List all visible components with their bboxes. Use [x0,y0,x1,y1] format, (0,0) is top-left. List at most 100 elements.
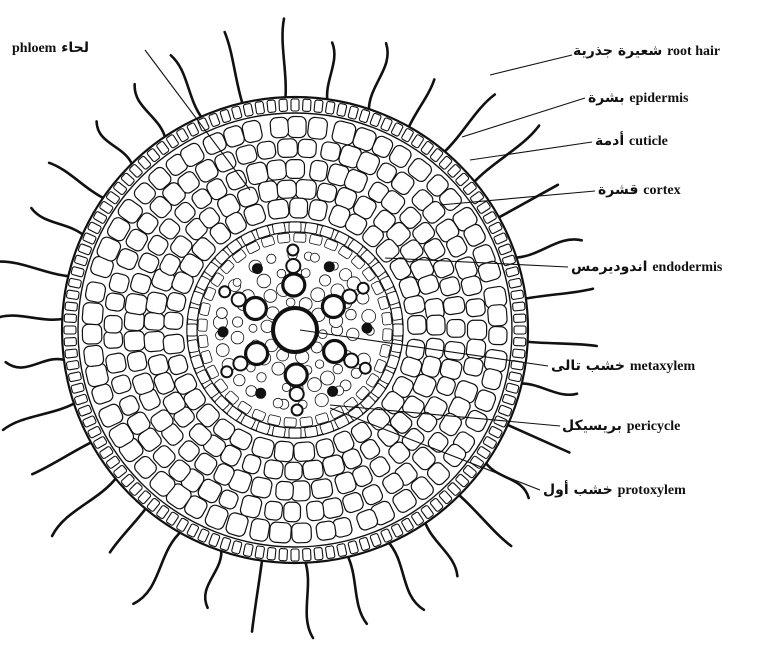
epidermis-cell [279,548,288,560]
cortex-cell [407,315,426,334]
stele-cell [315,360,323,368]
cortex-cell [320,141,342,162]
stele-cell [333,364,343,374]
label-cuticle-ar: أدمة [595,133,624,149]
root-hair [6,359,67,367]
cortex-cell [263,459,284,480]
epidermis-cell [512,302,525,311]
cortex-cell [444,341,466,361]
pericycle-cell [383,329,393,341]
epidermis-cell [66,290,79,300]
cortex-cell [144,331,166,352]
cortex-cell [270,117,289,138]
stele-cell [267,254,276,263]
root-hair [443,95,495,154]
cortex-cell [284,502,301,522]
xylem-vessel [360,363,371,374]
root-hair [525,342,597,347]
xylem-vessel [244,298,266,320]
stele-cell [257,373,266,382]
phloem-patch [324,262,334,272]
label-epidermis-ar: بشرة [588,90,624,106]
cortex-cell [82,302,104,325]
cortex-cell [274,441,294,463]
epidermis-cell [513,337,525,346]
cortex-cell [447,319,465,337]
cortex-cell [269,522,292,544]
stele-cell [246,386,257,397]
label-metaxylem-ar: خشب تالى [551,358,625,374]
phloem-patch [362,323,372,333]
cortex-cell [462,356,484,377]
label-metaxylem-en: metaxylem [630,359,695,374]
xylem-vessel [324,341,346,363]
cortex-cell [82,324,102,344]
root-hair [513,239,581,257]
epidermis-cell [513,314,525,323]
root-hair [519,383,577,394]
cortex-cell [489,326,508,344]
cortex-cell [292,523,312,543]
stele-cell [216,344,229,357]
stele-cell [249,324,257,332]
cortex-cell [295,179,317,200]
cortex-cell [124,293,148,316]
label-root-hair-en: root hair [667,44,720,59]
pericycle-cell [198,335,208,348]
label-phloem: phloem لحاء [12,40,89,57]
cortex-cell [250,476,273,499]
vascular-cylinder [187,222,403,438]
root-hair [369,43,388,112]
xylem-vessel [246,343,268,365]
epidermis-cell [64,314,76,323]
epidermis-cell [508,278,521,288]
stele-cell [321,371,335,385]
epidermis-cell [267,547,276,560]
root-hair [0,262,71,277]
epidermis-cell [68,372,81,382]
root-hair [52,476,117,536]
cortex-cell [310,478,333,499]
root-hair [133,531,182,604]
endodermis-cell [289,222,301,232]
cortex-cell [285,462,302,480]
label-cuticle: أدمة cuticle [595,133,668,150]
cortex-cell [124,330,146,351]
epidermis-cell [511,290,524,300]
cortex-cell [315,520,336,541]
epidermis-cell [65,302,78,311]
cortex-cell [266,159,287,180]
metaxylem-vessel [273,308,317,352]
root-hair [49,163,106,200]
endodermis-cell [187,324,197,336]
xylem-vessel [322,296,344,318]
stele-cell [320,275,331,286]
cortex-cell [277,139,297,158]
xylem-vessel [283,274,305,296]
cortex-cell [298,139,317,158]
label-endodermis-en: endodermis [652,260,722,275]
stele-cell [286,298,295,307]
cortex-cell [105,292,126,312]
epidermis-cell [508,372,521,382]
cortex-cell [105,352,127,374]
cortex-cell [144,312,165,330]
epidermis-cell [325,101,335,114]
label-epidermis-en: epidermis [629,91,688,106]
pericycle-cell [382,312,392,325]
leader-line [490,55,572,75]
endodermis-cell [289,428,301,438]
pericycle-cell [300,417,313,427]
epidermis-cell [64,326,76,334]
cortex-cell [277,180,297,199]
cortex-cell [307,117,328,140]
cortex-cell [104,315,122,333]
cortex-cell [249,518,271,542]
pericycle-cell [294,233,306,243]
epidermis-cell [65,349,78,358]
stele-cell [234,375,245,386]
label-protoxylem: خشب أول protoxylem [543,482,686,499]
root-hair [205,548,221,608]
cortex-cell [83,345,104,368]
cortex-cell [275,481,293,500]
